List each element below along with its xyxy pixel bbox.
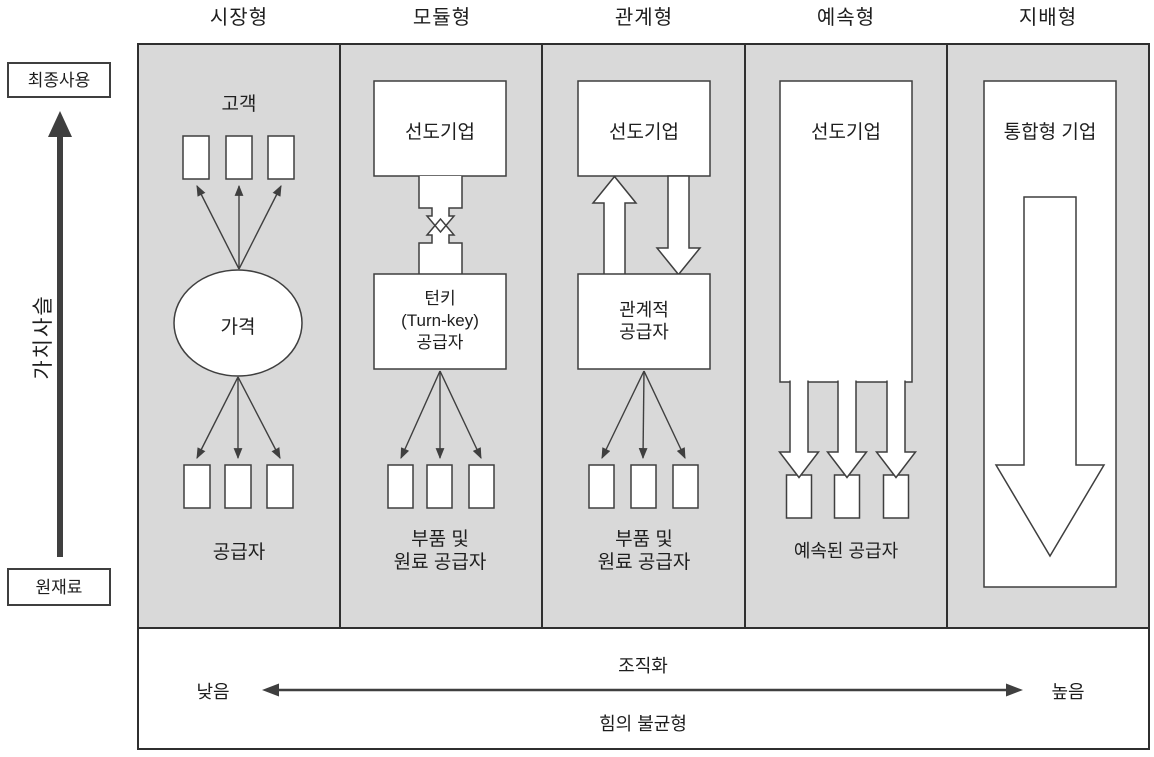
price-label: 가격 [220, 317, 256, 338]
market-customer-boxes [182, 135, 295, 180]
relational-component-supplier-label: 부품 및 원료 공급자 [597, 529, 691, 573]
organization-label: 조직화 [618, 656, 668, 676]
integrated-firm-label: 통합형 기업 [1003, 122, 1097, 143]
relational-lead-firm-box [577, 80, 711, 177]
captive-lead-firm-label: 선도기업 [811, 122, 881, 143]
relational-supplier-label: 관계적 공급자 [619, 300, 669, 342]
modular-lead-firm-box [373, 80, 507, 177]
captive-supplier-label: 예속된 공급자 [793, 541, 899, 561]
relational-component-supplier-boxes [588, 464, 699, 509]
relational-supplier-box [577, 273, 711, 370]
modular-component-supplier-boxes [387, 464, 495, 509]
column-title-relational: 관계형 [614, 7, 674, 29]
captive-thick-arrows [777, 380, 918, 479]
market-customer-label: 고객 [221, 94, 257, 115]
market-supplier-label: 공급자 [212, 542, 266, 563]
captive-lead-firm-box [779, 80, 913, 383]
value-chain-axis-label: 가치사슬 [32, 294, 55, 380]
modular-down-arrows [400, 370, 482, 460]
hierarchy-big-down-arrow [994, 196, 1106, 558]
low-label: 낮음 [196, 682, 230, 702]
power-asymmetry-label: 힘의 불균형 [599, 714, 687, 734]
relational-up-arrow [591, 175, 638, 276]
turnkey-supplier-label: 턴키 (Turn-key) 공급자 [401, 289, 479, 352]
captive-supplier-boxes [785, 474, 910, 519]
column-title-market: 시장형 [209, 7, 269, 29]
raw-material-box: 원재료 [7, 568, 111, 606]
modular-component-supplier-label: 부품 및 원료 공급자 [393, 529, 487, 573]
market-down-arrows [196, 376, 281, 460]
relational-down-fan-arrows [601, 370, 686, 460]
price-ellipse [173, 269, 303, 377]
modular-lead-firm-label: 선도기업 [405, 122, 475, 143]
organization-scale-arrow [262, 683, 1023, 697]
turnkey-link-connector [418, 176, 463, 275]
end-use-box: 최종사용 [7, 62, 111, 98]
column-title-captive: 예속형 [816, 7, 876, 29]
relational-lead-firm-label: 선도기업 [609, 122, 679, 143]
column-title-hierarchy: 지배형 [1018, 7, 1078, 29]
high-label: 높음 [1051, 682, 1085, 702]
bottom-scale-band [139, 629, 1148, 748]
turnkey-supplier-box [373, 273, 507, 370]
market-supplier-boxes [183, 464, 294, 509]
value-chain-arrow [48, 111, 72, 557]
column-title-modular: 모듈형 [412, 7, 472, 29]
market-up-arrows [196, 184, 282, 270]
relational-down-arrow [655, 175, 702, 276]
